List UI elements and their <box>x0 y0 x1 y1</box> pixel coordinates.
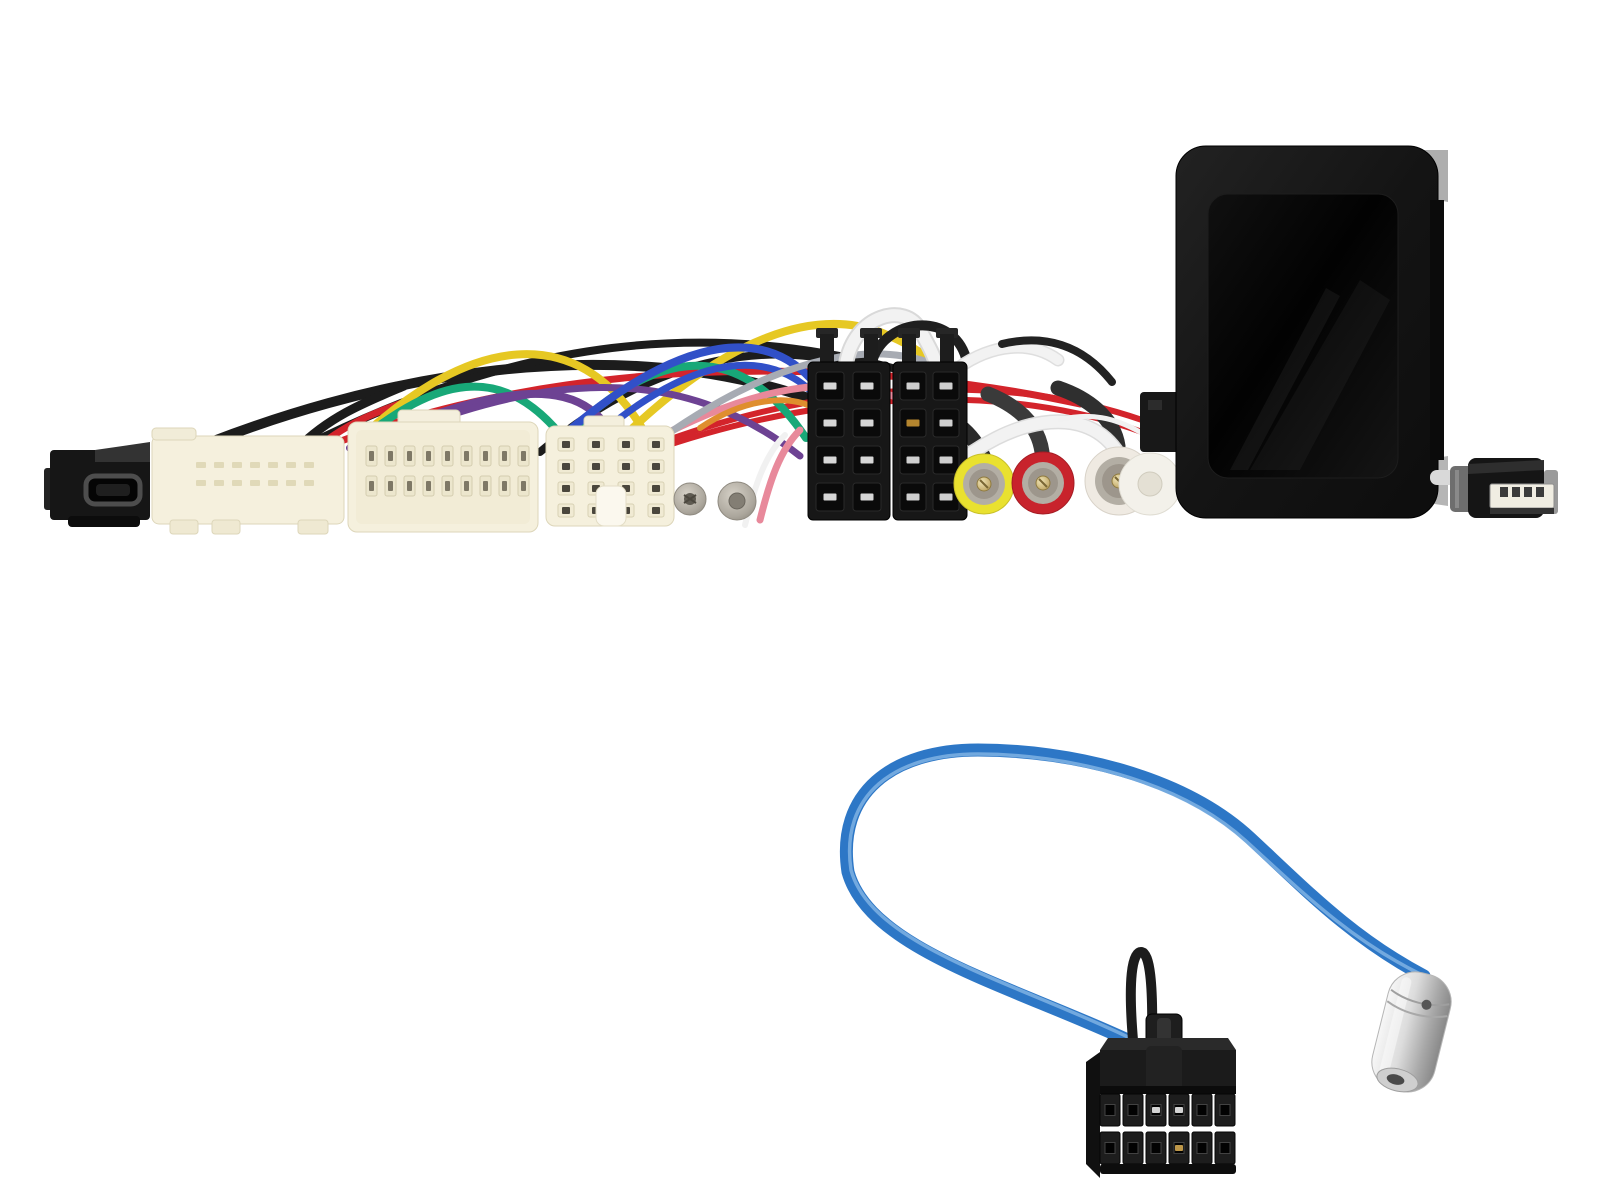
box-panel-reflection <box>1250 280 1390 470</box>
usb-tongue <box>1489 483 1555 509</box>
wire-pink-2 <box>756 426 804 524</box>
iso-right-latch-2 <box>940 334 954 370</box>
connector1-tab-1 <box>169 519 199 535</box>
cable-white-rca <box>946 415 1122 474</box>
molex-left-facet <box>1086 1052 1100 1178</box>
molex-cap-lip <box>1100 1086 1236 1094</box>
iso-left-pin-grid <box>815 371 882 512</box>
din-connector-band-2 <box>1386 1000 1448 1018</box>
usb-opening-shadow <box>1490 508 1554 514</box>
usb-body-bevel <box>1468 460 1544 474</box>
rca-lead-white-under <box>1050 380 1126 454</box>
wiring-harness <box>44 145 1558 535</box>
antenna-lead-blue <box>840 743 1431 1049</box>
wire-yellow-2 <box>602 320 938 458</box>
mini-connector-socket-inner <box>96 484 130 496</box>
connector1-step <box>151 427 197 441</box>
box-glossy-panel <box>1207 193 1399 479</box>
din-connector-detent <box>1421 999 1432 1010</box>
wire-green-1 <box>354 382 564 446</box>
molex-cap-bevel <box>1100 1038 1236 1050</box>
molex-pin-grid <box>1099 1093 1236 1165</box>
cable-black-2 <box>998 336 1116 386</box>
molex-base-shadow <box>1100 1164 1236 1174</box>
ring-terminal-small <box>673 482 707 516</box>
iso-right-pin-grid <box>899 371 960 512</box>
molex-12pin-connector-black <box>1086 1013 1236 1178</box>
vehicle-connector-cream-10pin <box>545 415 675 527</box>
connector1-body <box>151 435 345 525</box>
antenna-lead-blue-highlight <box>847 752 1422 1040</box>
din-connector-hole <box>1386 1074 1405 1085</box>
wire-orange-1 <box>697 397 817 431</box>
rca-plug-yellow <box>953 453 1015 515</box>
cable-black-loop <box>867 320 971 367</box>
connector1-tab-2 <box>211 519 241 535</box>
iso-right-latch-1 <box>902 334 916 370</box>
iso-connector-left-black <box>807 328 891 521</box>
usb-contact-2 <box>1512 487 1520 497</box>
wire-blue-2 <box>596 361 816 438</box>
rca-lead-red <box>980 386 1050 460</box>
box-side-round-connector-inner <box>1137 471 1163 497</box>
mini-connector-foot <box>68 516 140 527</box>
connector1-tab-3 <box>297 519 329 535</box>
rca-plug-red <box>1011 451 1075 515</box>
usb-contact-1 <box>1500 487 1508 497</box>
molex-latch-lower <box>1146 1046 1182 1092</box>
iso-left-latch-2 <box>864 334 878 370</box>
connector3-pin-grid <box>557 437 665 518</box>
iso-connector-right-black <box>892 328 968 521</box>
rca-red-pin-slot <box>1038 478 1048 488</box>
antenna-adapter-cable <box>840 743 1452 1178</box>
usb-plug <box>1430 458 1558 518</box>
box-panel-reflection-2 <box>1230 288 1340 470</box>
connector3-keyway <box>595 485 627 527</box>
iso-left-body <box>807 361 891 521</box>
din-connector-band-1 <box>1390 988 1450 1007</box>
vehicle-connector-cream-18pin <box>347 409 539 533</box>
box-side-mini-connector-notch <box>1148 400 1162 410</box>
cable-white-2 <box>953 342 1063 373</box>
box-side-channel <box>1430 200 1444 460</box>
ring-terminal-large <box>717 481 757 521</box>
retainer-wire-black <box>1125 946 1158 1045</box>
din-connector-glint <box>1379 977 1412 1075</box>
wire-white-2 <box>1057 413 1143 435</box>
iso-right-body <box>892 361 968 521</box>
din-antenna-connector-silver <box>1371 971 1452 1093</box>
mini-connector-top-facet <box>95 442 150 462</box>
usb-strain-relief-ridge <box>1455 470 1459 508</box>
rca-yellow-pin-slot <box>979 479 989 489</box>
mini-connector-black <box>44 442 150 527</box>
usb-contact-4 <box>1536 487 1544 497</box>
connector2-pin-grid <box>365 445 530 497</box>
usb-contact-3 <box>1524 487 1532 497</box>
connector1-pin-texture <box>196 462 314 486</box>
ring-terminal-large-hole <box>728 492 746 510</box>
interface-box-black <box>1118 145 1448 519</box>
vehicle-connector-cream-side <box>151 427 345 535</box>
wire-blue-1 <box>568 343 814 432</box>
iso-left-latch-1 <box>820 334 834 370</box>
ring-terminal-small-cross <box>683 494 697 504</box>
